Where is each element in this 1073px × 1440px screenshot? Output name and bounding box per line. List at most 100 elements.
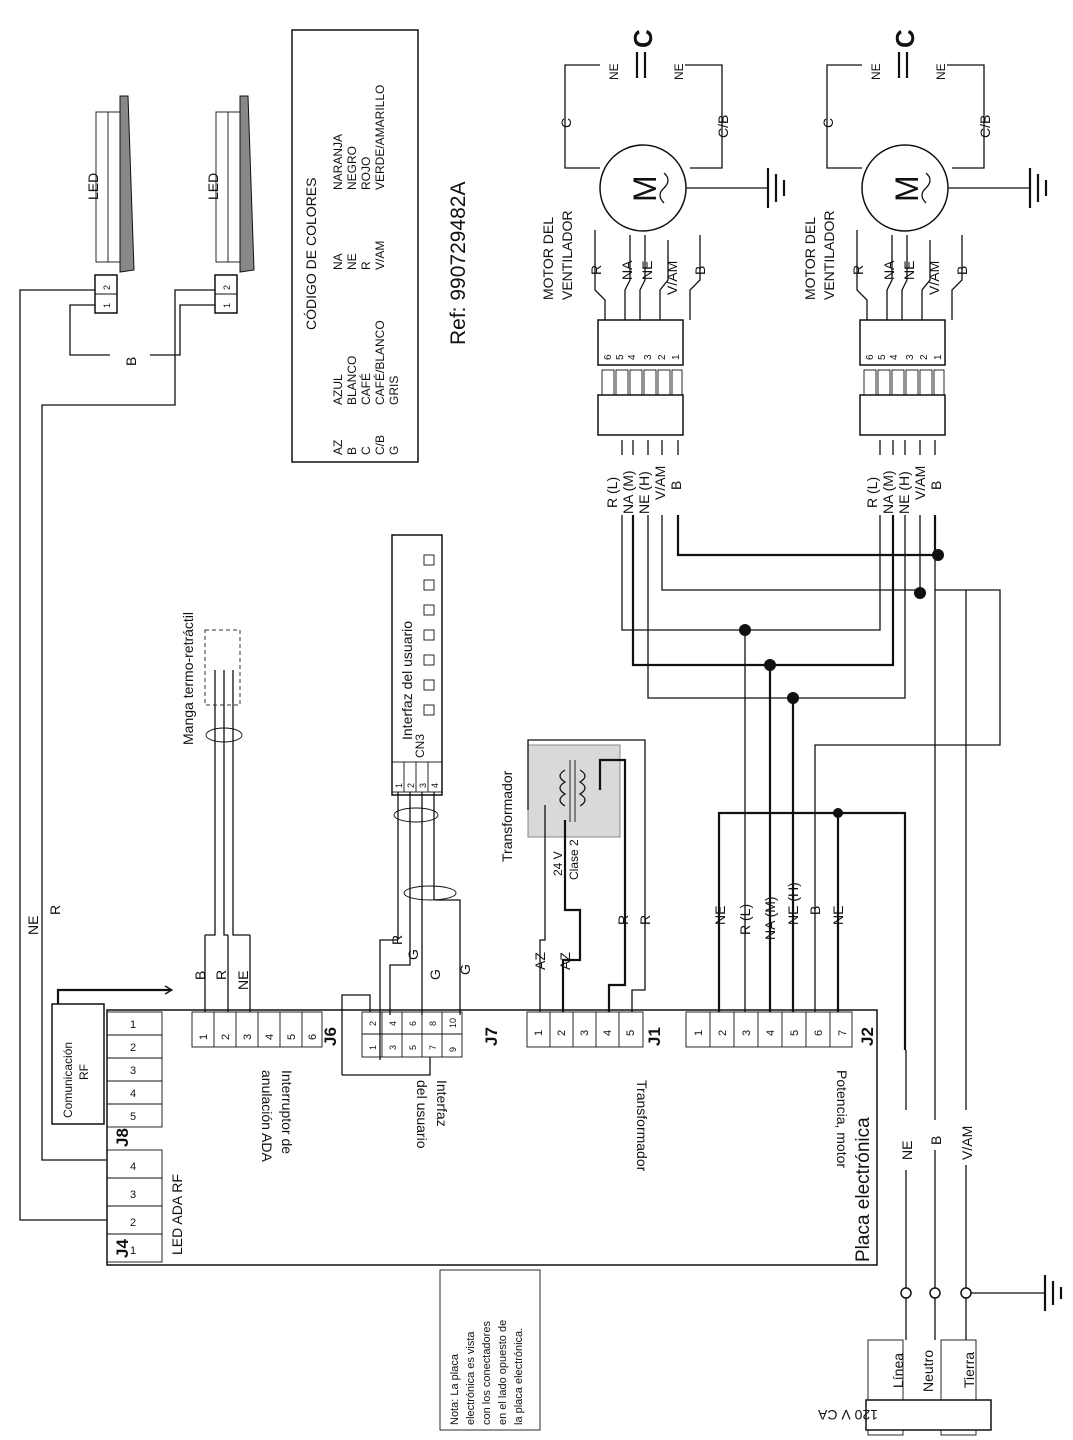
j4-pin: 4 <box>130 1161 136 1173</box>
transformer-class: Clase 2 <box>567 839 581 880</box>
svg-text:1: 1 <box>394 783 404 788</box>
svg-text:6: 6 <box>603 354 614 360</box>
wire-label-vam: V/AM <box>959 1126 975 1160</box>
svg-text:4: 4 <box>889 354 900 360</box>
svg-text:3: 3 <box>418 783 428 788</box>
wire-label-g: G <box>405 949 421 960</box>
j1-label: J1 <box>645 1027 664 1046</box>
led-strip-2: 2 1 LED <box>205 95 255 314</box>
svg-text:GRIS: GRIS <box>387 376 401 405</box>
j2-name: Potencia, motor <box>834 1070 850 1168</box>
svg-text:1: 1 <box>222 303 232 308</box>
supply-tierra: Tierra <box>961 1352 977 1388</box>
svg-text:CAFÉ/BLANCO: CAFÉ/BLANCO <box>372 320 387 405</box>
connector-j4: 1 2 3 4 J4 LED ADA RF <box>106 1149 185 1263</box>
harness-label: B <box>668 481 684 490</box>
power-supply: 120 V CA Línea Neutro Tierra NE B V/AM <box>817 540 1063 1436</box>
j1-pin: 2 <box>556 1030 568 1036</box>
supply-title: 120 V CA <box>817 1407 878 1423</box>
j4-name: LED ADA RF <box>169 1174 185 1255</box>
j1-name: Transformador <box>634 1080 650 1172</box>
harness-label: NA (M) <box>880 470 896 514</box>
svg-text:5: 5 <box>877 354 888 360</box>
wire-label-b: B <box>807 906 823 915</box>
wire-label-ne: NE <box>712 906 728 925</box>
heat-shrink-label: Manga termo-retráctil <box>180 612 196 745</box>
color-code-table: CÓDIGO DE COLORES AZ AZUL B BLANCO C CAF… <box>291 29 419 463</box>
j1-pin: 1 <box>533 1030 545 1036</box>
ui-buttons <box>423 554 435 716</box>
svg-text:ROJO: ROJO <box>359 157 373 190</box>
harness-label: B <box>928 481 944 490</box>
svg-text:3: 3 <box>905 354 916 360</box>
connector-j7: 2 1 4 3 6 5 8 7 10 9 J7 Interfaz del usu… <box>361 1011 501 1149</box>
user-interface-wiring: 1 2 3 4 CN3 Interfaz del usuario R G G G <box>341 534 473 1076</box>
rf-module <box>51 1003 105 1125</box>
note-line: Nota: La placa <box>449 1353 461 1425</box>
cap-lead: C <box>820 118 836 128</box>
wire-label-ne: NE <box>25 916 41 935</box>
svg-text:AZ: AZ <box>331 440 345 455</box>
svg-text:6: 6 <box>865 354 876 360</box>
j6-pin: 1 <box>198 1034 210 1040</box>
j6-name-line2: anulación ADA <box>259 1070 275 1163</box>
note-line: electrónica es vista <box>465 1331 477 1425</box>
j2-pin: 4 <box>765 1030 777 1036</box>
j7-pin: 10 <box>448 1018 458 1028</box>
motor-lead: NE <box>901 261 917 280</box>
note: Nota: La placa electrónica es vista con … <box>449 1320 525 1425</box>
svg-text:NEGRO: NEGRO <box>345 146 359 190</box>
svg-text:2: 2 <box>657 354 668 360</box>
harness-label: NA (M) <box>620 470 636 514</box>
wire-label-rl: R (L) <box>737 904 753 935</box>
harness-label: NE (H) <box>896 471 912 514</box>
svg-text:1: 1 <box>671 354 682 360</box>
j7-name-line2: del usuario <box>414 1080 430 1149</box>
svg-text:C/B: C/B <box>373 435 387 455</box>
j2-pin: 1 <box>693 1030 705 1036</box>
j7-pin: 4 <box>388 1021 398 1026</box>
j1-pin: 4 <box>602 1030 614 1036</box>
wire-label-ne: NE <box>607 63 621 80</box>
wire-label-ne: NE <box>869 63 883 80</box>
led-strip-1: 2 1 LED <box>85 95 135 314</box>
wire-label-r: R <box>213 970 229 980</box>
j1-pin: 5 <box>625 1030 637 1036</box>
j2-pin: 3 <box>741 1030 753 1036</box>
svg-text:3: 3 <box>643 354 654 360</box>
led-label: LED <box>85 173 101 200</box>
motor-lead: R <box>850 265 866 275</box>
rf-module-line2: RF <box>77 1064 91 1080</box>
motor-label: MOTOR DEL <box>540 217 556 300</box>
j7-label: J7 <box>482 1027 501 1046</box>
j2-pin: 5 <box>789 1030 801 1036</box>
j6-name-line1: Interruptor de <box>279 1070 295 1154</box>
motor-harness <box>621 515 944 704</box>
j7-pin: 2 <box>368 1021 378 1026</box>
connector-j8: 1 2 3 4 5 J8 <box>106 1011 163 1147</box>
j2-pin: 6 <box>813 1030 825 1036</box>
wire-label-ne: NE <box>899 1141 915 1160</box>
motor-lead: B <box>692 266 708 275</box>
j2-label: J2 <box>858 1027 877 1046</box>
ada-override-wiring: B R NE Manga termo-retráctil <box>180 612 251 1012</box>
j8-pin: 1 <box>130 1019 136 1031</box>
transformer-wiring: Transformador 24 V Clase 2 AZ AZ R R <box>499 739 653 1012</box>
led-label: LED <box>205 173 221 200</box>
wire-label-neh: NE (H) <box>785 882 801 925</box>
j8-label: J8 <box>113 1128 132 1147</box>
note-box <box>439 1269 541 1431</box>
led-wiring: NE R B <box>19 289 215 1221</box>
wire-label-b: B <box>192 971 208 980</box>
motor-label: VENTILADOR <box>821 211 837 300</box>
wire-label-ne: NE <box>934 63 948 80</box>
motor-symbol: M <box>889 175 925 202</box>
wire-label-r: R <box>47 905 63 915</box>
j2-pin: 2 <box>717 1030 729 1036</box>
svg-text:2: 2 <box>919 354 930 360</box>
capacitor-label: C <box>628 29 658 48</box>
supply-linea: Línea <box>890 1353 906 1388</box>
wire-label-g: G <box>457 964 473 975</box>
j7-name-line1: Interfaz <box>434 1080 450 1127</box>
